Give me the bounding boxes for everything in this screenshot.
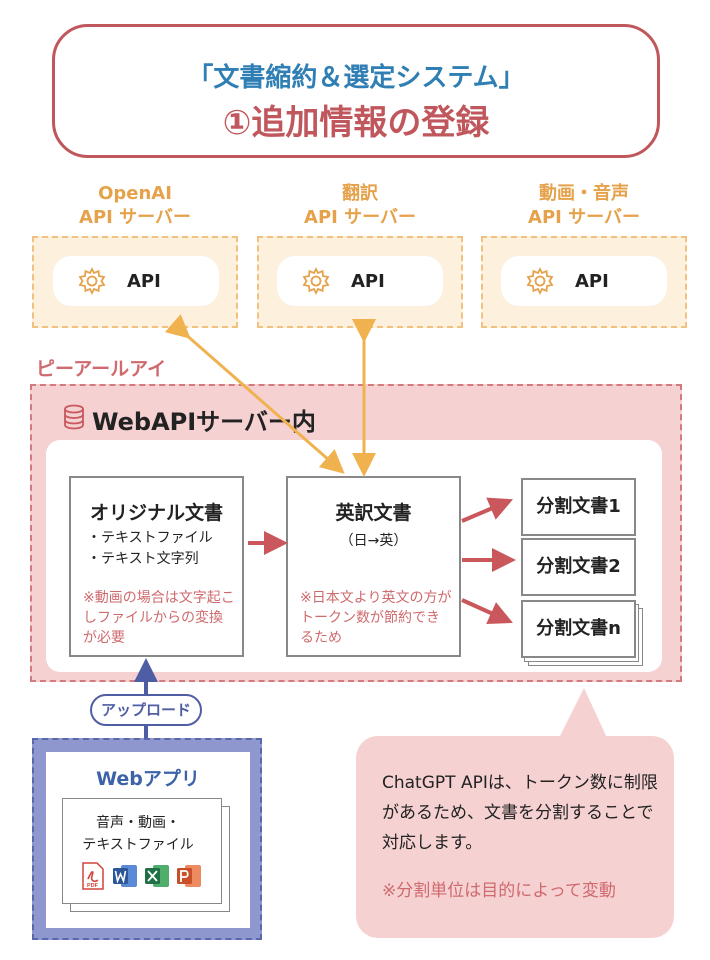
split-doc-2: 分割文書2 <box>521 538 636 596</box>
file-icons-row: PDF <box>80 862 210 892</box>
openai-translate-arrow <box>164 314 345 474</box>
gear-icon <box>526 266 554 296</box>
pdf-icon-label: PDF <box>87 883 99 889</box>
powerpoint-icon <box>177 865 201 887</box>
database-icon <box>64 404 84 430</box>
translated-doc-box: 英訳文書 （日→英） ※日本文より英文の方がトークン数が節約できるため <box>286 476 461 657</box>
file-types-line1: 音声・動画・ <box>96 815 180 831</box>
webapp-title: Webアプリ <box>96 768 200 790</box>
media-server-label-line2: API サーバー <box>528 207 640 228</box>
translation-server-label-line2: API サーバー <box>304 207 416 228</box>
split-arrow-n <box>461 598 513 625</box>
openai-api-pill[interactable]: API <box>53 256 219 306</box>
callout-note: ※分割単位は目的によって変動 <box>382 881 616 901</box>
translated-doc-title: 英訳文書 <box>335 502 412 524</box>
split-doc-n: 分割文書n <box>521 600 636 658</box>
word-icon <box>113 865 137 887</box>
callout-bubble <box>356 736 674 938</box>
callout-text: ChatGPT APIは、トークン数に制限があるため、文書を分割することで対応し… <box>382 773 658 853</box>
media-server-label: 動画・音声 API サーバー <box>481 182 687 230</box>
original-doc-title: オリジナル文書 <box>89 502 223 524</box>
callout-pointer <box>558 688 608 740</box>
upload-button[interactable]: アップロード <box>90 694 202 726</box>
translation-server-label-line1: 翻訳 <box>342 183 378 204</box>
openai-server-label-line1: OpenAI <box>98 183 172 204</box>
translation-server-label: 翻訳 API サーバー <box>257 182 463 230</box>
original-doc-items: ・テキストファイル ・テキスト文字列 <box>87 528 213 570</box>
api-label: API <box>351 270 385 292</box>
translation-api-pill[interactable]: API <box>277 256 443 306</box>
media-api-pill[interactable]: API <box>501 256 667 306</box>
title-line1: 「文書縮約＆選定システム」 <box>187 63 525 93</box>
original-doc-item: ・テキストファイル <box>87 530 213 546</box>
original-doc-item: ・テキスト文字列 <box>87 551 199 567</box>
media-server-label-line1: 動画・音声 <box>539 183 629 204</box>
gear-icon <box>302 266 330 296</box>
translated-doc-subtitle: （日→英） <box>339 533 408 549</box>
original-doc-note: ※動画の場合は文字起こしファイルからの変換が必要 <box>83 590 235 646</box>
original-doc-box: オリジナル文書 ・テキストファイル ・テキスト文字列 ※動画の場合は文字起こしフ… <box>69 476 244 657</box>
api-label: API <box>575 270 609 292</box>
split-arrow-1 <box>461 497 514 523</box>
title-line2: ①追加情報の登録 <box>222 103 490 143</box>
excel-icon <box>145 865 169 887</box>
pri-label: ピーアールアイ <box>36 358 167 380</box>
gear-icon <box>78 266 106 296</box>
openai-server-label-line2: API サーバー <box>79 207 191 228</box>
file-types-text: 音声・動画・ テキストファイル <box>64 812 212 856</box>
split-doc-1: 分割文書1 <box>521 478 636 536</box>
translated-doc-note: ※日本文より英文の方がトークン数が節約できるため <box>300 590 452 646</box>
file-types-line2: テキストファイル <box>82 837 194 853</box>
openai-server-label: OpenAI API サーバー <box>32 182 238 230</box>
title-box: 「文書縮約＆選定システム」 ①追加情報の登録 <box>52 24 660 158</box>
api-label: API <box>127 270 161 292</box>
pdf-icon: PDF <box>82 862 104 890</box>
